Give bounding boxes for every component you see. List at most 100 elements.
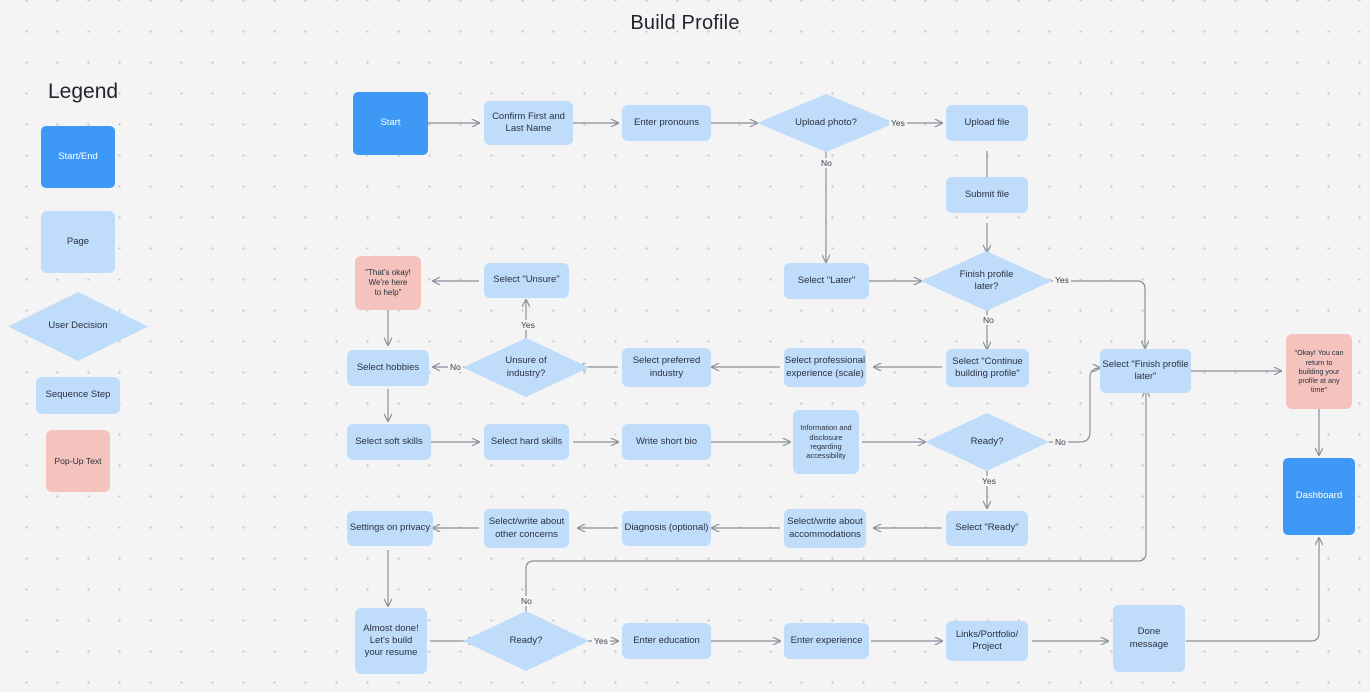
edge-label-unsure-no: No <box>448 362 463 372</box>
node-prof-exp-line2: experience (scale) <box>786 367 864 379</box>
node-confirm-name-line2: Last Name <box>505 123 552 134</box>
node-confirm-name-line1: Confirm First and <box>492 110 565 122</box>
node-select-finish-profile-later[interactable]: Select "Finish profile later" <box>1100 349 1191 393</box>
legend-label-sequence-step: Sequence Step <box>45 389 111 401</box>
node-accommodations[interactable]: Select/write about accommodations <box>784 509 866 548</box>
node-ready-2-label: Ready? <box>509 634 543 646</box>
node-almost-done-line3: your resume <box>364 647 418 659</box>
legend-swatch-page: Page <box>41 211 115 273</box>
node-accessibility-line3: regarding <box>810 442 842 451</box>
legend-label-user-decision: User Decision <box>48 320 108 332</box>
node-select-ready-label: Select "Ready" <box>955 522 1019 534</box>
node-almost-done[interactable]: Almost done! Let's build your resume <box>355 608 427 674</box>
node-upload-photo-decision[interactable]: Upload photo? <box>757 94 895 152</box>
node-enter-pronouns-label: Enter pronouns <box>634 116 699 128</box>
node-almost-done-line2: Let's build <box>369 634 413 646</box>
node-finish-profile-later-decision[interactable]: Finish profile later? <box>921 251 1052 311</box>
node-start[interactable]: Start <box>353 92 428 155</box>
node-select-hobbies[interactable]: Select hobbies <box>347 350 429 386</box>
popup-thats-okay-line1: "That's okay! <box>365 267 411 277</box>
edge-label-upload-yes: Yes <box>889 118 907 128</box>
node-finish-profile-later-line2: later" <box>1134 371 1157 382</box>
node-select-later-label: Select "Later" <box>797 274 856 286</box>
node-soft-skills-label: Select soft skills <box>355 435 423 447</box>
edge-label-ready1-no: No <box>1053 437 1068 447</box>
node-settings-on-privacy[interactable]: Settings on privacy <box>347 511 433 546</box>
node-enter-education[interactable]: Enter education <box>622 623 711 659</box>
popup-okay-line2: return to <box>1305 357 1333 367</box>
node-unsure-industry-decision[interactable]: Unsure of industry? <box>463 338 589 397</box>
node-diagnosis-label: Diagnosis (optional) <box>624 522 709 534</box>
node-continue-building-line2: building profile" <box>955 368 1020 379</box>
node-finish-later-line2: later? <box>974 281 999 292</box>
node-upload-photo-label: Upload photo? <box>795 116 857 128</box>
legend-heading: Legend <box>48 80 119 103</box>
legend-label-page: Page <box>66 235 90 247</box>
node-ready-1-label: Ready? <box>970 435 1004 447</box>
node-ready-decision-1[interactable]: Ready? <box>925 413 1049 471</box>
node-enter-pronouns[interactable]: Enter pronouns <box>622 105 711 141</box>
node-other-concerns-line2: other concerns <box>495 528 558 540</box>
edge-label-ready2-no: No <box>519 596 534 606</box>
node-finish-later-line1: Finish profile <box>959 268 1014 280</box>
node-confirm-name[interactable]: Confirm First and Last Name <box>484 101 573 145</box>
legend-swatch-start-end: Start/End <box>41 126 115 188</box>
node-ready-decision-2[interactable]: Ready? <box>463 611 589 671</box>
node-dashboard[interactable]: Dashboard <box>1283 458 1355 535</box>
node-done-message-line2: message <box>1129 638 1169 650</box>
edge-label-ready1-yes: Yes <box>980 476 998 486</box>
edge-label-finish-yes: Yes <box>1053 275 1071 285</box>
node-select-ready[interactable]: Select "Ready" <box>946 511 1028 546</box>
node-enter-experience[interactable]: Enter experience <box>784 623 869 659</box>
node-short-bio-label: Write short bio <box>635 435 698 447</box>
node-upload-file[interactable]: Upload file <box>946 105 1028 141</box>
node-accessibility-line4: accessibility <box>806 451 846 461</box>
node-almost-done-line1: Almost done! <box>363 622 419 634</box>
node-dashboard-label: Dashboard <box>1295 490 1343 502</box>
node-other-concerns[interactable]: Select/write about other concerns <box>484 509 569 548</box>
node-hard-skills-label: Select hard skills <box>490 435 563 447</box>
node-accessibility-line2: disclosure <box>809 432 843 442</box>
page-title: Build Profile <box>630 12 740 34</box>
node-write-short-bio[interactable]: Write short bio <box>622 424 711 460</box>
node-done-message[interactable]: Done message <box>1113 605 1185 672</box>
node-select-soft-skills[interactable]: Select soft skills <box>347 424 431 460</box>
popup-okay-line3: building your <box>1298 366 1340 376</box>
node-privacy-label: Settings on privacy <box>349 522 431 534</box>
node-select-hard-skills[interactable]: Select hard skills <box>484 424 569 460</box>
node-diagnosis[interactable]: Diagnosis (optional) <box>622 511 711 546</box>
node-accessibility-line1: Information and <box>800 423 852 433</box>
node-accommodations-line1: Select/write about <box>787 516 863 528</box>
node-links-line2: Project <box>972 641 1002 652</box>
edge-label-unsure-yes: Yes <box>519 320 537 330</box>
edge-label-finish-no: No <box>981 315 996 325</box>
node-prof-exp-line1: Select professional <box>784 355 866 367</box>
edge-label-ready2-yes: Yes <box>592 636 610 646</box>
node-finish-profile-later-line1: Select "Finish profile <box>1102 358 1189 370</box>
node-submit-file-label: Submit file <box>964 188 1010 200</box>
node-done-message-line1: Done <box>1137 626 1161 638</box>
popup-okay-line5: time" <box>1310 385 1328 395</box>
node-links-portfolio-project[interactable]: Links/Portfolio/ Project <box>946 621 1028 661</box>
node-submit-file[interactable]: Submit file <box>946 177 1028 213</box>
node-select-later[interactable]: Select "Later" <box>784 263 869 299</box>
legend-label-start-end: Start/End <box>58 150 98 162</box>
node-select-unsure[interactable]: Select "Unsure" <box>484 263 569 298</box>
node-preferred-industry[interactable]: Select preferred industry <box>622 348 711 387</box>
node-experience-label: Enter experience <box>790 634 863 646</box>
node-links-line1: Links/Portfolio/ <box>955 628 1019 640</box>
node-accessibility-disclosure[interactable]: Information and disclosure regarding acc… <box>793 410 859 474</box>
node-start-label: Start <box>380 117 401 129</box>
node-pref-industry-line2: industry <box>649 367 684 379</box>
node-professional-experience[interactable]: Select professional experience (scale) <box>784 348 866 387</box>
node-continue-building-profile[interactable]: Select "Continue building profile" <box>946 349 1029 387</box>
node-unsure-line2: industry? <box>506 367 546 379</box>
node-pref-industry-line1: Select preferred <box>632 355 701 367</box>
node-education-label: Enter education <box>633 634 700 646</box>
edge-label-upload-no: No <box>819 158 834 168</box>
legend-label-pop-up-text: Pop-Up Text <box>54 455 102 466</box>
popup-okay-line1: "Okay! You can <box>1294 348 1344 358</box>
popup-okay-line4: profile at any <box>1298 376 1340 386</box>
legend-swatch-sequence-step: Sequence Step <box>36 377 120 414</box>
